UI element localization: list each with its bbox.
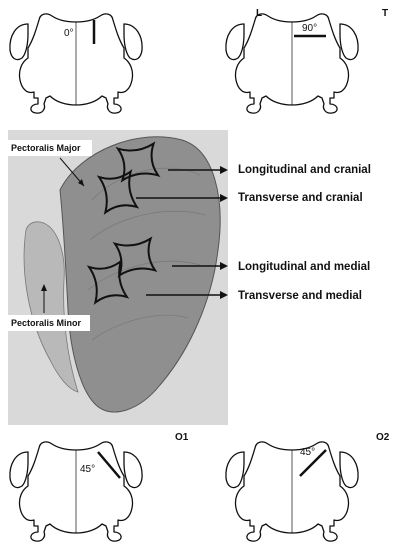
- panel-l: 0° L: [9, 8, 262, 114]
- breast-photo: Pectoralis Major Pectoralis Minor: [8, 130, 228, 425]
- panel-label-t: T: [382, 8, 388, 19]
- pectoralis-major-label: Pectoralis Major: [11, 143, 81, 153]
- carcass-outline-t: [225, 13, 359, 114]
- annotation-transverse-medial: Transverse and medial: [238, 290, 362, 302]
- annotations: Longitudinal and cranial Transverse and …: [136, 164, 371, 302]
- panel-t: 90° T: [225, 8, 388, 114]
- angle-label-t: 90°: [302, 23, 317, 34]
- pectoralis-major-shape: [59, 136, 221, 413]
- pectoralis-minor-label: Pectoralis Minor: [11, 318, 82, 328]
- angle-label-o1: 45°: [80, 464, 95, 475]
- panel-o1: 45° O1: [9, 432, 189, 542]
- carcass-outline-o1: [9, 441, 143, 542]
- annotation-transverse-cranial: Transverse and cranial: [238, 192, 363, 204]
- carcass-outline-l: [9, 13, 143, 114]
- carcass-outline-o2: [225, 441, 359, 542]
- angle-label-o2: 45°: [300, 447, 315, 458]
- label-box-major: [8, 140, 92, 156]
- panel-o2: 45° O2: [225, 432, 390, 542]
- panel-label-o2: O2: [376, 432, 390, 443]
- annotation-longitudinal-cranial: Longitudinal and cranial: [238, 164, 371, 176]
- annotation-longitudinal-medial: Longitudinal and medial: [238, 261, 370, 273]
- angle-label-l: 0°: [64, 28, 74, 39]
- cut-line-o2: [299, 449, 327, 477]
- label-box-minor: [8, 315, 90, 331]
- cut-line-o1: [97, 451, 121, 479]
- panel-label-l: L: [256, 8, 262, 19]
- panel-label-o1: O1: [175, 432, 189, 443]
